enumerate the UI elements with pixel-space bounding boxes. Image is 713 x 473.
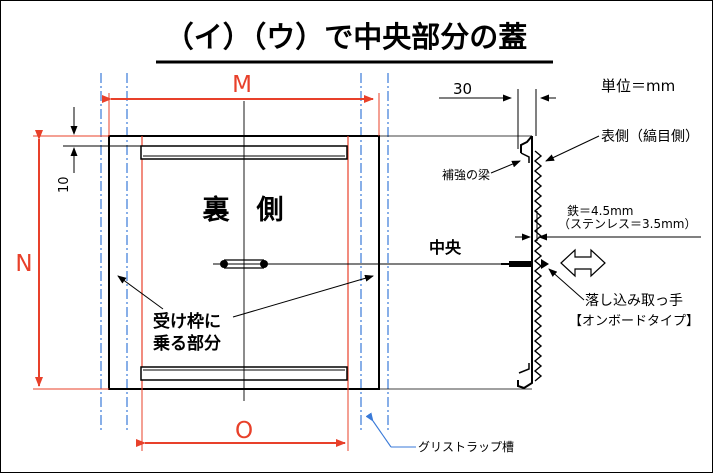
side-handle (501, 259, 549, 269)
center-label: 中央 (429, 238, 462, 257)
dimension-o (136, 389, 349, 451)
beam-section-top (520, 152, 530, 163)
dimension-n (33, 130, 109, 390)
lift-direction-icon (560, 248, 606, 278)
seat-boundary-lines (141, 136, 349, 389)
thickness-dimension (515, 211, 701, 241)
seat-part-arrows (117, 274, 374, 318)
dimension-m-label: M (232, 72, 252, 98)
thickness-label: 鉄＝4.5mm (567, 203, 633, 218)
dimension-o-label: O (235, 418, 253, 444)
handle-back-view (220, 259, 268, 269)
tread-pattern (533, 150, 543, 382)
plate-side-profile (517, 135, 533, 390)
handle-type-label: 【オンボードタイプ】 (569, 314, 699, 329)
front-side-label: 表側（縞目側） (601, 128, 699, 145)
dimension-10-label: 10 (57, 176, 72, 193)
reinforcing-beam-label: 補強の梁 (442, 167, 490, 182)
dimension-30 (439, 89, 556, 149)
grease-trap-label: グリストラップ槽 (418, 440, 514, 454)
handle-label: 落し込み取っ手 (585, 293, 683, 309)
back-side-label: 裏 側 (202, 194, 284, 226)
dimension-30-label: 30 (453, 80, 472, 98)
dimension-n-label: N (15, 251, 32, 277)
beam-section-bottom (518, 363, 530, 374)
dimension-m (102, 93, 380, 136)
trap-edge-lines (100, 73, 389, 431)
dimension-10 (63, 107, 141, 173)
seat-part-label-line2: 乗る部分 (152, 333, 221, 354)
unit-label: 単位＝mm (601, 77, 675, 95)
thickness-stainless-label: （ステンレス＝3.5mm） (558, 217, 696, 231)
page-title: （イ）（ウ）で中央部分の蓋 (165, 20, 528, 54)
seat-part-label-line1: 受け枠に (153, 311, 221, 332)
